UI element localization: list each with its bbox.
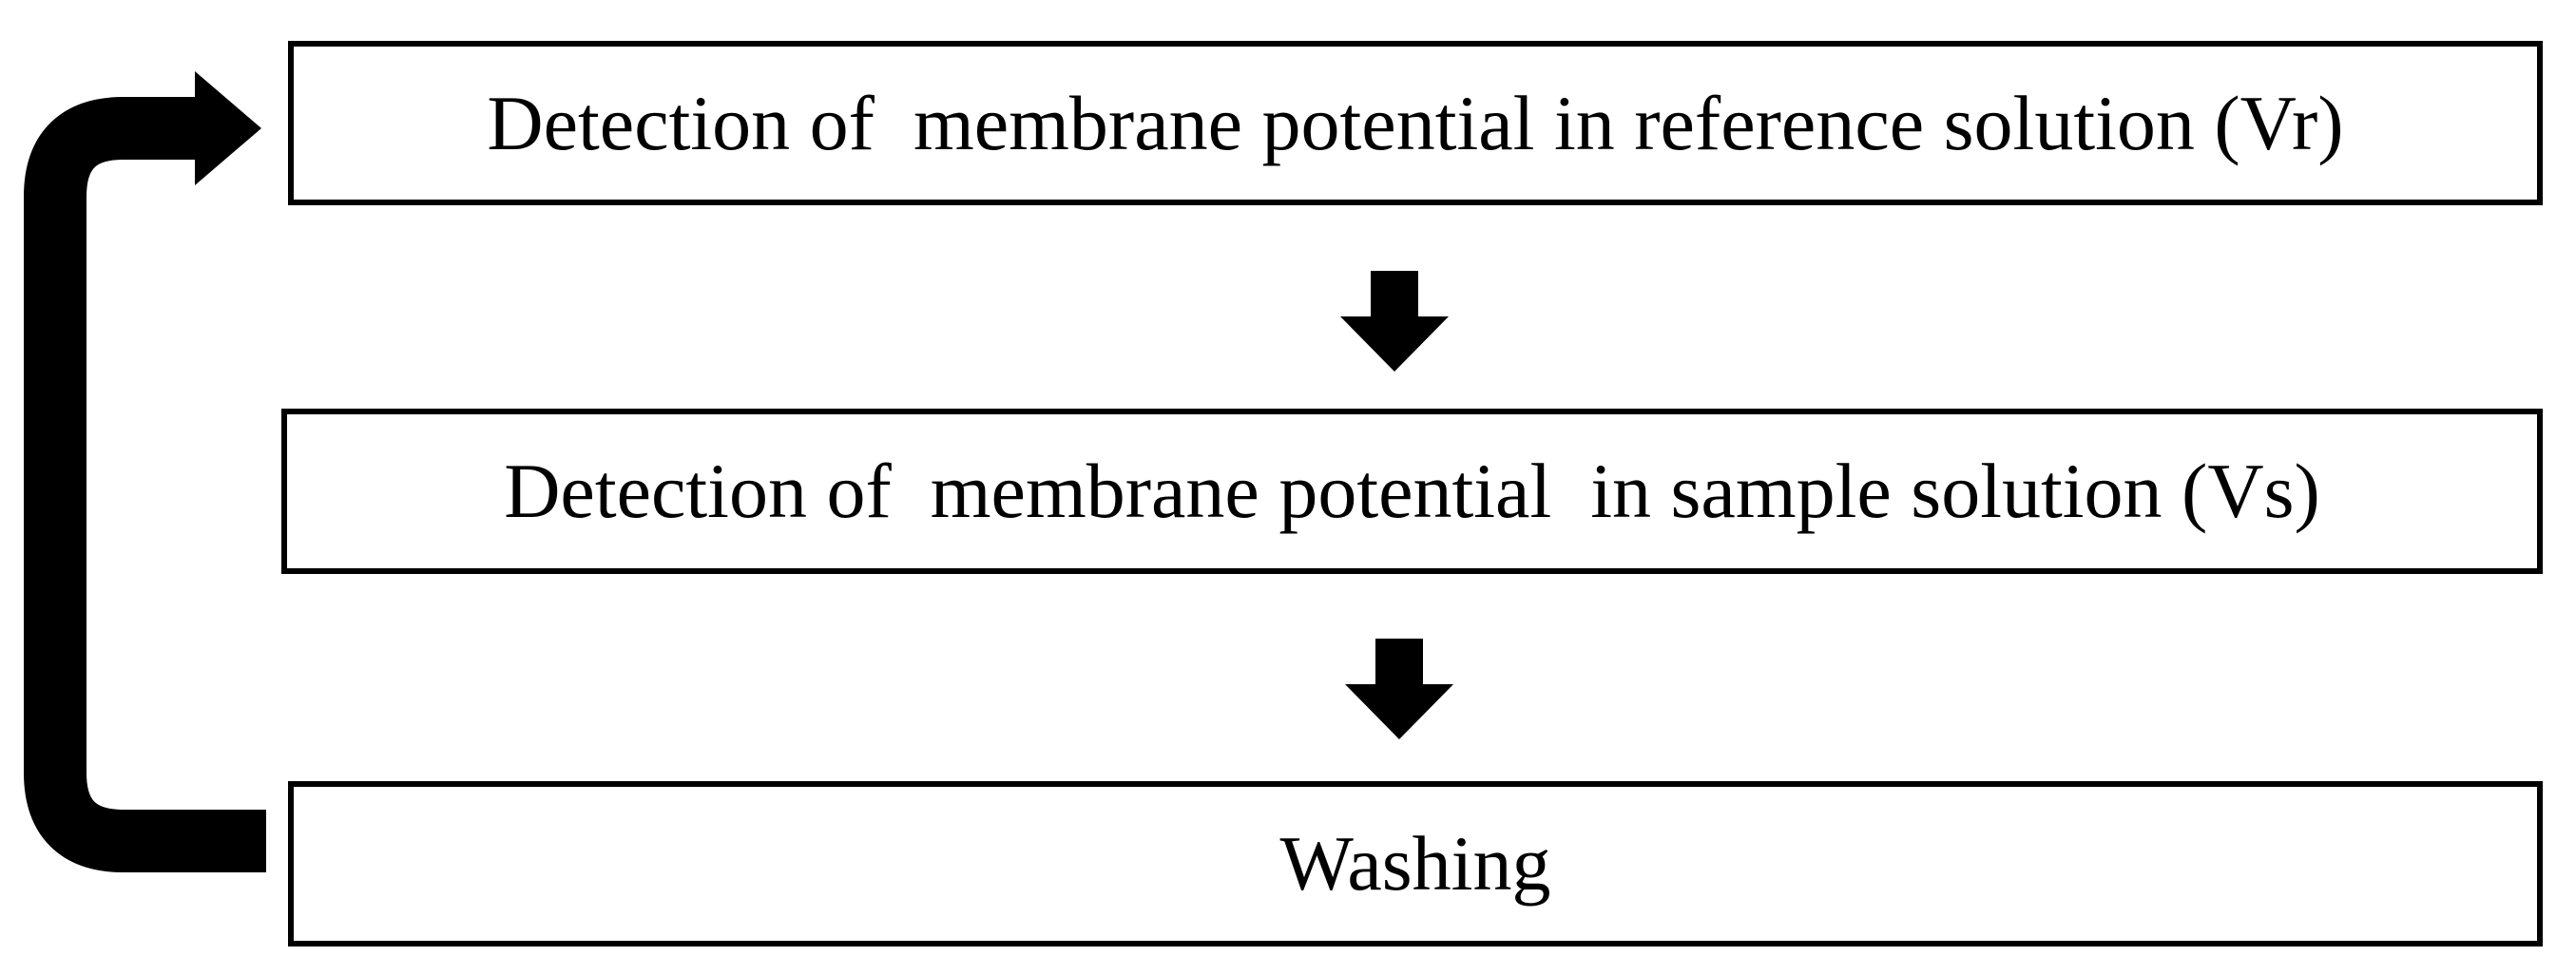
step-box-sample: Detection of membrane potential in sampl… [281,409,2543,574]
down-arrow-icon [1345,639,1453,739]
step-label-reference: Detection of membrane potential in refer… [487,79,2344,166]
loop-back-path [24,97,266,872]
step-label-sample: Detection of membrane potential in sampl… [504,448,2320,534]
step-box-reference: Detection of membrane potential in refer… [288,41,2543,205]
step-box-washing: Washing [288,781,2543,946]
loop-back-arrowhead [195,71,261,185]
step-label-washing: Washing [1279,820,1551,907]
down-arrow-icon [1340,271,1449,372]
